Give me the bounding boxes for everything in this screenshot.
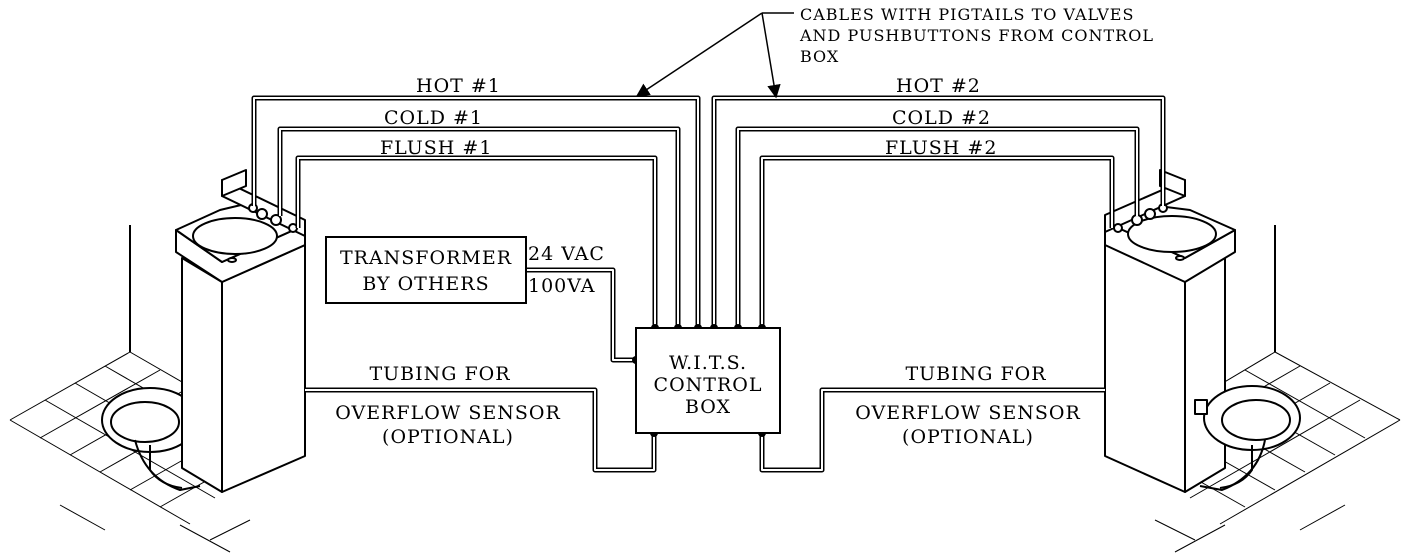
right-fixture-illustration: [1104, 169, 1301, 493]
transformer-voltage: 24 VAC: [528, 243, 605, 265]
callout-line2: AND PUSHBUTTONS FROM CONTROL: [799, 26, 1154, 45]
flush-2-cable: [759, 155, 1115, 328]
control-box: W.I.T.S. CONTROL BOX: [635, 327, 781, 434]
tubing-right-line1: TUBING FOR: [905, 363, 1046, 385]
flush-1-label: FLUSH #1: [380, 137, 492, 159]
hot-2-cable: [711, 95, 1166, 328]
transformer-rating: 100VA: [528, 275, 595, 297]
control-box-line3: BOX: [685, 396, 731, 418]
tubing-right-line2: OVERFLOW SENSOR: [855, 402, 1081, 424]
cold-1-label: COLD #1: [384, 107, 483, 129]
hot-2-label: HOT #2: [896, 75, 981, 97]
cable-runs: [251, 95, 1166, 473]
tubing-left-line1: TUBING FOR: [369, 363, 510, 385]
tubing-left-labels: TUBING FOR OVERFLOW SENSOR (OPTIONAL): [335, 363, 561, 448]
tubing-left-line2: OVERFLOW SENSOR: [335, 402, 561, 424]
wall-lines: [129, 225, 1276, 352]
left-fixture-illustration: [101, 169, 306, 493]
transformer-line2: BY OTHERS: [362, 273, 489, 295]
tubing-right-line3: (OPTIONAL): [902, 426, 1034, 448]
cables-callout: CABLES WITH PIGTAILS TO VALVES AND PUSHB…: [635, 5, 1154, 99]
callout-arrow-left: [635, 12, 763, 97]
transformer-line1: TRANSFORMER: [340, 247, 512, 269]
control-box-line1: W.I.T.S.: [669, 352, 747, 374]
callout-line1: CABLES WITH PIGTAILS TO VALVES: [800, 5, 1134, 24]
tubing-left-line3: (OPTIONAL): [382, 426, 514, 448]
transformer-box: TRANSFORMER BY OTHERS 24 VAC 100VA: [325, 236, 605, 304]
control-box-line2: CONTROL: [654, 374, 763, 396]
tubing-right-labels: TUBING FOR OVERFLOW SENSOR (OPTIONAL): [855, 363, 1081, 448]
callout-line3: BOX: [800, 47, 839, 66]
hot-1-label: HOT #1: [416, 75, 501, 97]
flush-2-label: FLUSH #2: [885, 137, 997, 159]
cable-labels: HOT #1 COLD #1 FLUSH #1 HOT #2 COLD #2 F…: [380, 75, 997, 159]
cold-2-label: COLD #2: [892, 107, 991, 129]
callout-arrow-right: [761, 12, 781, 99]
